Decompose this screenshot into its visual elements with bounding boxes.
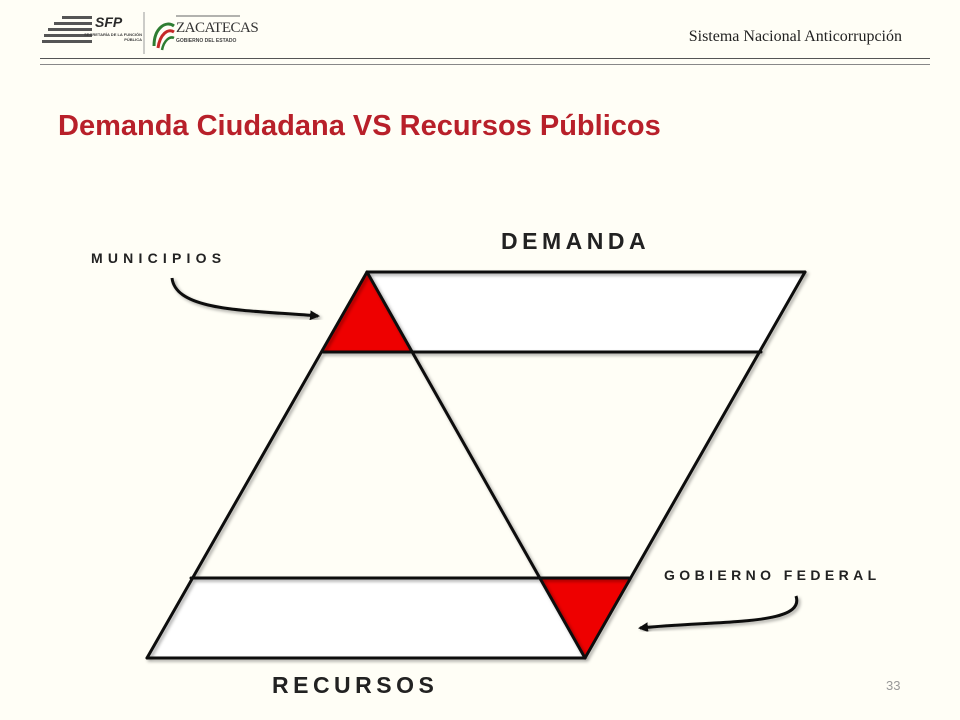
- recursos-label: RECURSOS: [272, 672, 439, 698]
- gobierno-federal-red-triangle: [541, 578, 629, 658]
- government-logos: SFP SECRETARÍA DE LA FUNCIÓN PÚBLICA ZAC…: [40, 10, 259, 60]
- municipios-arrow: [170, 277, 320, 321]
- gobierno-federal-arrow: [638, 595, 799, 633]
- page-number: 33: [886, 678, 901, 693]
- header-divider-thin: [40, 64, 930, 65]
- state-logo-subtext: GOBIERNO DEL ESTADO: [176, 38, 237, 44]
- system-name: Sistema Nacional Anticorrupción: [688, 28, 902, 45]
- header-divider: [40, 58, 930, 59]
- sfp-emblem-icon: [42, 12, 240, 54]
- demanda-label: DEMANDA: [501, 228, 651, 254]
- demand-top-band: [323, 272, 805, 352]
- state-logo-text: ZACATECAS: [176, 20, 259, 36]
- sfp-logo-subtext: SECRETARÍA DE LA FUNCIÓN PÚBLICA: [84, 32, 142, 42]
- resources-bottom-band: [147, 578, 629, 658]
- gobierno-federal-label: GOBIERNO FEDERAL: [664, 567, 881, 583]
- sfp-logo-text: SFP: [95, 14, 123, 30]
- slide-header: SFP SECRETARÍA DE LA FUNCIÓN PÚBLICA ZAC…: [0, 0, 960, 70]
- slide-title: Demanda Ciudadana VS Recursos Públicos: [58, 110, 661, 142]
- zacatecas-emblem-icon: [152, 22, 175, 51]
- diagram-outline: [145, 270, 807, 660]
- municipios-label: MUNICIPIOS: [91, 250, 227, 266]
- municipios-red-triangle: [323, 272, 411, 352]
